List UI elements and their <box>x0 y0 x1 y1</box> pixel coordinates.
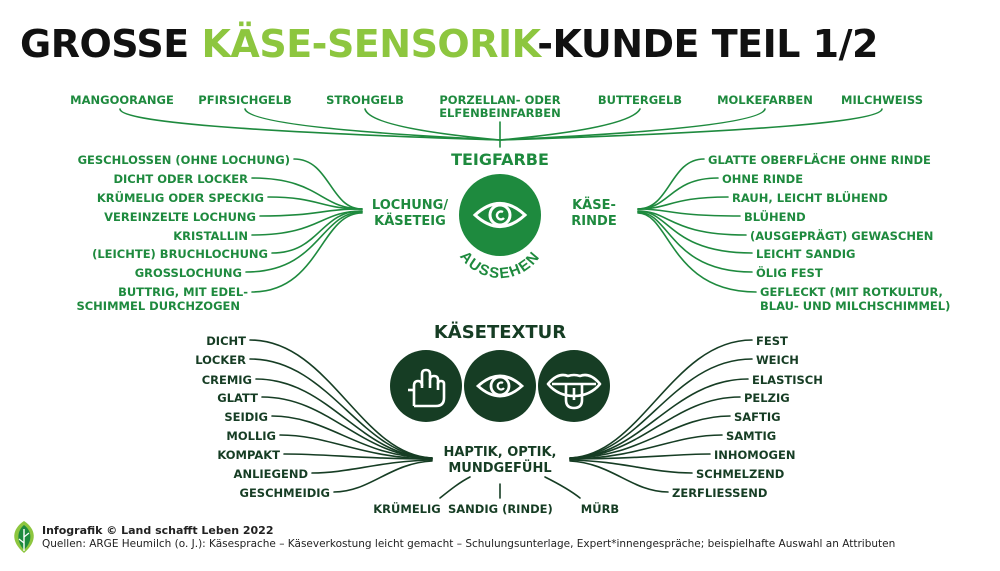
rinde-item: LEICHT SANDIG <box>756 247 856 261</box>
mouth-icon <box>546 373 602 410</box>
aussehen-arc-label: AUSSEHEN <box>456 248 543 282</box>
lochung-item: SCHIMMEL DURCHZOGEN <box>76 299 240 313</box>
kaesetextur-heading: KÄSETEXTUR <box>433 322 567 343</box>
textur-hub-line1: HAPTIK, OPTIK, <box>443 445 557 460</box>
teigfarbe-heading: TEIGFARBE <box>451 150 549 169</box>
textur-left-item: ANLIEGEND <box>233 467 308 481</box>
eye-circle <box>464 350 536 422</box>
textur-left-item: SEIDIG <box>224 410 268 424</box>
mouth-circle <box>538 350 610 422</box>
lochung-hub-line1: LOCHUNG/ <box>371 198 449 213</box>
textur-right-item: INHOMOGEN <box>714 448 796 462</box>
rinde-hub-line1: KÄSE- <box>572 198 616 213</box>
textur-bottom-item: MÜRB <box>580 502 620 516</box>
textur-left-item: MOLLIG <box>226 429 276 443</box>
lochung-item: BUTTRIG, MIT EDEL- <box>118 285 248 299</box>
textur-bottom-item: SANDIG (RINDE) <box>448 502 553 516</box>
lochung-item: VEREINZELTE LOCHUNG <box>104 210 256 224</box>
teigfarbe-item-strohgelb: STROHGELB <box>326 93 404 107</box>
rinde-item: GEFLECKT (MIT ROTKULTUR, <box>760 285 943 299</box>
textur-right-item: ZERFLIESSEND <box>672 486 768 500</box>
svg-text:AUSSEHEN: AUSSEHEN <box>456 248 543 282</box>
aussehen-circle <box>459 174 541 256</box>
rinde-item: OHNE RINDE <box>722 172 804 186</box>
teigfarbe-connectors <box>119 108 883 148</box>
rinde-item: (AUSGEPRÄGT) GEWASCHEN <box>750 229 934 243</box>
teigfarbe-item-molkefarben: MOLKEFARBEN <box>717 93 813 107</box>
lochung-item: DICHT ODER LOCKER <box>113 172 248 186</box>
textur-right-item: PELZIG <box>744 391 790 405</box>
textur-right-item: FEST <box>756 334 788 348</box>
textur-right-item: SCHMELZEND <box>696 467 785 481</box>
textur-left-item: KOMPAKT <box>217 448 280 462</box>
hand-circle <box>390 350 462 422</box>
textur-right-connectors <box>569 339 753 493</box>
rinde-item: BLAU- UND MILCHSCHIMMEL) <box>760 299 951 313</box>
teigfarbe-item-elfenbeinfarben: ELFENBEINFARBEN <box>439 106 561 120</box>
textur-right-item: ELASTISCH <box>752 373 823 387</box>
lochung-item: (LEICHTE) BRUCHLOCHUNG <box>92 247 268 261</box>
lochung-hub-line2: KÄSETEIG <box>374 214 446 229</box>
rinde-item: RAUH, LEICHT BLÜHEND <box>732 191 888 205</box>
textur-right-item: SAFTIG <box>734 410 781 424</box>
textur-hub-line2: MUNDGEFÜHL <box>448 461 552 476</box>
rinde-hub-line2: RINDE <box>571 214 617 229</box>
footer-credit: Infografik © Land schafft Leben 2022 <box>42 524 274 537</box>
textur-right-item: WEICH <box>756 353 799 367</box>
footer-sources: Quellen: ARGE Heumilch (o. J.): Käsespra… <box>42 538 896 550</box>
hand-icon <box>408 368 446 408</box>
textur-right-item: SAMTIG <box>726 429 777 443</box>
leaf-logo-icon <box>14 521 34 553</box>
lochung-item: GESCHLOSSEN (OHNE LOCHUNG) <box>77 153 290 167</box>
textur-left-item: CREMIG <box>201 373 252 387</box>
textur-bottom-connectors <box>439 476 581 499</box>
textur-left-item: GLATT <box>217 391 258 405</box>
teigfarbe-item-mangoorange: MANGOORANGE <box>70 93 174 107</box>
textur-left-item: DICHT <box>206 334 246 348</box>
lochung-connectors <box>245 158 363 293</box>
lochung-item: GROSSLOCHUNG <box>134 266 242 280</box>
eye-icon <box>472 202 528 228</box>
teigfarbe-item-porzellan: PORZELLAN- ODER <box>439 93 561 107</box>
rinde-item: BLÜHEND <box>744 210 806 224</box>
eye-icon <box>475 374 525 398</box>
rinde-item: GLATTE OBERFLÄCHE OHNE RINDE <box>708 153 931 167</box>
teigfarbe-item-milchweiss: MILCHWEISS <box>841 93 923 107</box>
lochung-item: KRÜMELIG ODER SPECKIG <box>96 191 264 205</box>
rinde-connectors <box>637 158 757 293</box>
rinde-item: ÖLIG FEST <box>756 266 823 280</box>
textur-left-item: LOCKER <box>195 353 246 367</box>
teigfarbe-item-buttergelb: BUTTERGELB <box>597 93 683 107</box>
textur-left-connectors <box>249 339 433 493</box>
textur-bottom-item: KRÜMELIG <box>373 502 441 516</box>
lochung-item: KRISTALLIN <box>173 229 248 243</box>
textur-left-item: GESCHMEIDIG <box>239 486 330 500</box>
page-title: GROSSE KÄSE-SENSORIK-KUNDE TEIL 1/2 <box>20 22 878 66</box>
teigfarbe-item-pfirsichgelb: PFIRSICHGELB <box>198 93 292 107</box>
